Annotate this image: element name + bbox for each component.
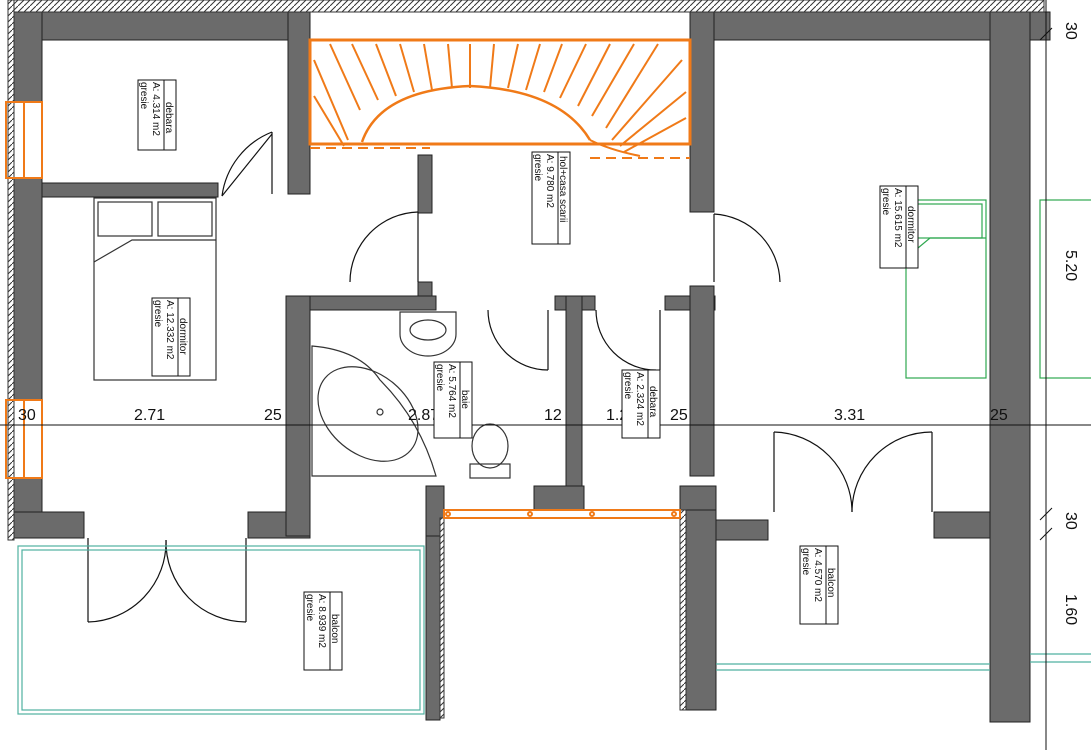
dim-h-4: 12 xyxy=(544,407,562,424)
room-area: A: 8.939 m2 xyxy=(316,594,327,648)
room-name: hol+casa scarii xyxy=(557,156,568,222)
dim-h-6: 25 xyxy=(670,407,688,424)
dim-h-3: 2.87 xyxy=(408,407,439,424)
dim-h-1: 2.71 xyxy=(134,407,165,424)
room-label-debara-1: debara A: 4.314 m2 gresie xyxy=(137,79,177,151)
room-finish: gresie xyxy=(532,154,543,182)
dim-v-2: 30 xyxy=(1062,512,1079,530)
toilet xyxy=(469,423,511,479)
room-area: A: 5.764 m2 xyxy=(446,364,457,418)
dim-h-8: 25 xyxy=(990,407,1008,424)
dim-h-7: 3.31 xyxy=(834,407,865,424)
room-finish: gresie xyxy=(800,548,811,576)
room-label-dormitor-2: dormitor A: 15.615 m2 gresie xyxy=(879,185,919,269)
room-name: dormitor xyxy=(177,318,188,355)
staircase xyxy=(308,38,692,159)
room-area: A: 15.615 m2 xyxy=(892,188,903,248)
room-finish: gresie xyxy=(880,188,891,216)
room-label-debara-2: debara A: 2.324 m2 gresie xyxy=(621,369,661,439)
horizontal-dimensions: 30 2.71 25 2.87 12 1.24 25 3.31 25 xyxy=(18,407,1008,424)
room-area: A: 9.780 m2 xyxy=(544,154,555,208)
room-name: debara xyxy=(163,102,174,134)
room-area: A: 4.314 m2 xyxy=(150,82,161,136)
room-area: A: 12.332 m2 xyxy=(164,300,175,360)
dim-h-0: 30 xyxy=(18,407,36,424)
windows xyxy=(5,101,681,519)
walls xyxy=(13,11,1051,723)
room-finish: gresie xyxy=(138,82,149,110)
dim-v-3: 1.60 xyxy=(1062,594,1079,625)
room-name: balcon xyxy=(329,614,340,643)
room-area: A: 2.324 m2 xyxy=(634,372,645,426)
sink xyxy=(399,311,457,357)
room-label-baie: baie A: 5.764 m2 gresie xyxy=(433,361,473,439)
dim-h-2: 25 xyxy=(264,407,282,424)
insulation-strips xyxy=(7,0,1045,719)
bed-left xyxy=(93,197,217,381)
room-finish: gresie xyxy=(152,300,163,328)
dim-v-1: 5.20 xyxy=(1062,250,1079,281)
room-finish: gresie xyxy=(622,372,633,400)
room-name: debara xyxy=(647,386,658,418)
room-area: A: 4.570 m2 xyxy=(812,548,823,602)
dim-v-0: 30 xyxy=(1062,22,1079,40)
room-finish: gresie xyxy=(434,364,445,392)
room-name: balcon xyxy=(825,568,836,597)
room-label-balcon-1: balcon A: 8.939 m2 gresie xyxy=(303,591,343,671)
room-label-hol: hol+casa scarii A: 9.780 m2 gresie xyxy=(531,151,571,245)
room-finish: gresie xyxy=(304,594,315,622)
room-label-balcon-2: balcon A: 4.570 m2 gresie xyxy=(799,545,839,625)
room-name: baie xyxy=(459,390,470,409)
room-name: dormitor xyxy=(905,206,916,243)
bathtub xyxy=(311,345,437,477)
vertical-dimensions: 30 5.20 30 1.60 xyxy=(1062,22,1079,625)
doors xyxy=(87,131,933,623)
balcony-railings xyxy=(17,545,1091,715)
room-label-dormitor-1: dormitor A: 12.332 m2 gresie xyxy=(151,297,191,377)
